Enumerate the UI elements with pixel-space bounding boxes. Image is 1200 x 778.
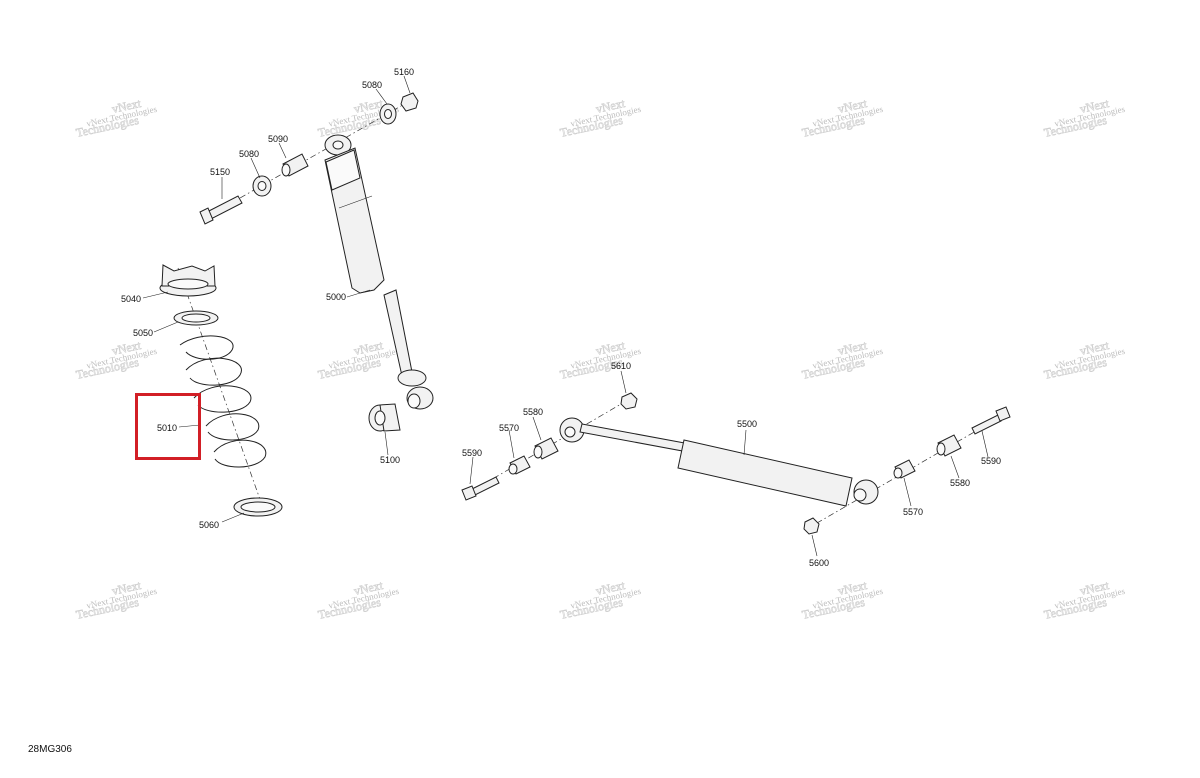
callout-5570-right[interactable]: 5570 (903, 507, 923, 517)
callout-5080-upper[interactable]: 5080 (362, 80, 382, 90)
washer-5080-upper (379, 103, 397, 125)
nut-5600 (803, 517, 820, 535)
watermark-outline-line1: vNext (353, 578, 385, 598)
callout-5580-right[interactable]: 5580 (950, 478, 970, 488)
watermark-outline-line1: vNext (595, 578, 627, 598)
callout-5060[interactable]: 5060 (199, 520, 219, 530)
callout-5160[interactable]: 5160 (394, 67, 414, 77)
watermark-outline-line1: vNext (1079, 96, 1111, 116)
spacer-5570-right (893, 459, 916, 479)
bolt-5590-right (971, 406, 1011, 435)
watermark-outline-line1: vNext (595, 338, 627, 358)
watermark-outline-line1: vNext (837, 578, 869, 598)
washer-5080-lower (252, 175, 272, 197)
callout-5010[interactable]: 5010 (157, 423, 177, 433)
callout-5090[interactable]: 5090 (268, 134, 288, 144)
watermark-outline-line1: vNext (837, 96, 869, 116)
watermark-outline-line1: vNext (353, 338, 385, 358)
callout-5040[interactable]: 5040 (121, 294, 141, 304)
callout-5610[interactable]: 5610 (611, 361, 631, 371)
callout-5100[interactable]: 5100 (380, 455, 400, 465)
callout-5500[interactable]: 5500 (737, 419, 757, 429)
bushing-5100 (368, 403, 401, 432)
retainer-5040 (159, 264, 217, 297)
callout-5570-left[interactable]: 5570 (499, 423, 519, 433)
callout-5600[interactable]: 5600 (809, 558, 829, 568)
watermark-outline-line1: vNext (111, 96, 143, 116)
watermark-outline-line1: vNext (595, 96, 627, 116)
callout-5590-left[interactable]: 5590 (462, 448, 482, 458)
bushing-5580-left (533, 437, 559, 460)
watermark-outline-line1: vNext (111, 578, 143, 598)
lock-ring-5060 (233, 497, 283, 517)
callout-5590-right[interactable]: 5590 (981, 456, 1001, 466)
bolt-5150 (199, 195, 243, 225)
watermark-outline-line1: vNext (1079, 578, 1111, 598)
callouts: 5160 5080 5090 5080 5150 5040 5000 5050 … (121, 67, 1001, 568)
leader-lines (142, 75, 989, 557)
callout-5150[interactable]: 5150 (210, 167, 230, 177)
watermark-outline-line1: vNext (111, 338, 143, 358)
spacer-5090 (281, 153, 309, 177)
watermark-outline-line1: vNext (353, 96, 385, 116)
bushing-5580-right (936, 434, 962, 457)
shock-absorber-5000 (324, 134, 434, 410)
bolt-5590-left (461, 476, 500, 501)
selected-part-highlight (135, 393, 201, 460)
watermark-outline-line1: vNext (1079, 338, 1111, 358)
watermark-outline-line1: vNext (837, 338, 869, 358)
callout-5050[interactable]: 5050 (133, 328, 153, 338)
spring-seat-5050 (173, 310, 219, 326)
nut-5610 (620, 392, 638, 410)
diagram-code: 28MG306 (28, 744, 72, 755)
nut-5160 (400, 92, 419, 112)
callout-5000[interactable]: 5000 (326, 292, 346, 302)
spring-5010 (179, 335, 267, 468)
spacer-5570-left (508, 455, 531, 475)
steering-damper-5500 (559, 417, 879, 507)
callout-5080-lower[interactable]: 5080 (239, 149, 259, 159)
callout-5580-left[interactable]: 5580 (523, 407, 543, 417)
